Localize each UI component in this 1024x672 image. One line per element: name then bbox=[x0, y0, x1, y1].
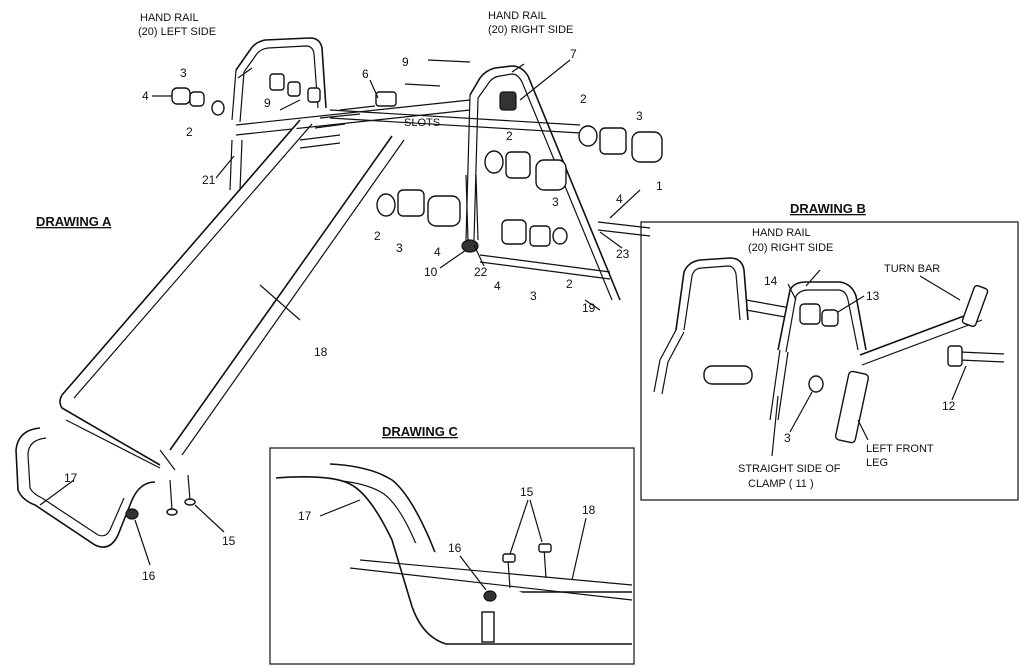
part-number-label: 18 bbox=[314, 345, 328, 359]
drawing-b-frame bbox=[640, 221, 1019, 501]
drawing-c: DRAWING C 17 15 16 18 bbox=[269, 424, 635, 665]
part-number-label: 23 bbox=[616, 247, 630, 261]
hand-rail-left-label: HAND RAIL bbox=[140, 12, 199, 24]
part-number-label: 2 bbox=[374, 229, 381, 243]
part-number-label: 15 bbox=[222, 534, 236, 548]
part-number-label: 17 bbox=[298, 509, 312, 523]
left-front-leg-label: LEFT FRONT bbox=[866, 443, 934, 455]
part-number-label: 2 bbox=[186, 125, 193, 139]
part-number-label: 17 bbox=[64, 471, 78, 485]
part-number-label: 6 bbox=[362, 67, 369, 81]
part-number-label: 3 bbox=[552, 195, 559, 209]
part-number-label: 7 bbox=[570, 47, 577, 61]
part-number-label: 16 bbox=[448, 541, 462, 555]
part-number-label: 4 bbox=[616, 192, 623, 206]
part-number-label: 3 bbox=[784, 431, 791, 445]
part-number-label: 2 bbox=[506, 129, 513, 143]
part-number-label: 4 bbox=[494, 279, 501, 293]
part-number-label: 18 bbox=[582, 503, 596, 517]
drawing-c-frame bbox=[269, 447, 635, 665]
part-number-label: 1 bbox=[656, 179, 663, 193]
part-number-label: 14 bbox=[764, 274, 778, 288]
part-number-label: 16 bbox=[142, 569, 156, 583]
drawing-b: DRAWING B HAND RAIL (20) bbox=[640, 201, 1019, 501]
part-number-label: 4 bbox=[142, 89, 149, 103]
slide-frame-part bbox=[59, 119, 405, 471]
part-number-label: 9 bbox=[402, 55, 409, 69]
part-number-label: 2 bbox=[580, 92, 587, 106]
part-number-label: 3 bbox=[180, 66, 187, 80]
hand-rail-left-part bbox=[231, 37, 327, 123]
hand-rail-right-label: HAND RAIL bbox=[488, 10, 547, 22]
part-number-label: 21 bbox=[202, 173, 216, 187]
hand-rail-right-sublabel: (20) RIGHT SIDE bbox=[488, 24, 573, 36]
part-number-label: 4 bbox=[434, 245, 441, 259]
part-number-label: 22 bbox=[474, 265, 488, 279]
hand-rail-left-sublabel: (20) LEFT SIDE bbox=[138, 26, 216, 38]
drawing-c-heading: DRAWING C bbox=[382, 424, 458, 439]
turn-bar-label: TURN BAR bbox=[884, 263, 940, 275]
left-front-leg-sublabel: LEG bbox=[866, 457, 888, 469]
b-hand-rail-sublabel: (20) RIGHT SIDE bbox=[748, 242, 833, 254]
clamp-sublabel: CLAMP ( 11 ) bbox=[748, 478, 814, 490]
drawing-a: DRAWING A HAND RAIL (20) LEFT SIDE HAND … bbox=[15, 10, 663, 583]
drawing-b-heading: DRAWING B bbox=[790, 201, 866, 216]
part-number-label: 3 bbox=[396, 241, 403, 255]
slots-label: SLOTS bbox=[404, 117, 440, 129]
drawing-a-heading: DRAWING A bbox=[36, 214, 112, 229]
part-number-label: 2 bbox=[566, 277, 573, 291]
end-bar-part bbox=[15, 427, 156, 548]
part-number-label: 13 bbox=[866, 289, 880, 303]
part-number-label: 15 bbox=[520, 485, 534, 499]
b-hand-rail-label: HAND RAIL bbox=[752, 227, 811, 239]
part-number-label: 12 bbox=[942, 399, 956, 413]
part-number-label: 9 bbox=[264, 96, 271, 110]
part-number-label: 3 bbox=[530, 289, 537, 303]
part-number-label: 19 bbox=[582, 301, 596, 315]
clamp-label: STRAIGHT SIDE OF bbox=[738, 463, 841, 475]
part-number-label: 10 bbox=[424, 265, 438, 279]
hardware-part bbox=[171, 59, 663, 247]
part-number-label: 3 bbox=[636, 109, 643, 123]
